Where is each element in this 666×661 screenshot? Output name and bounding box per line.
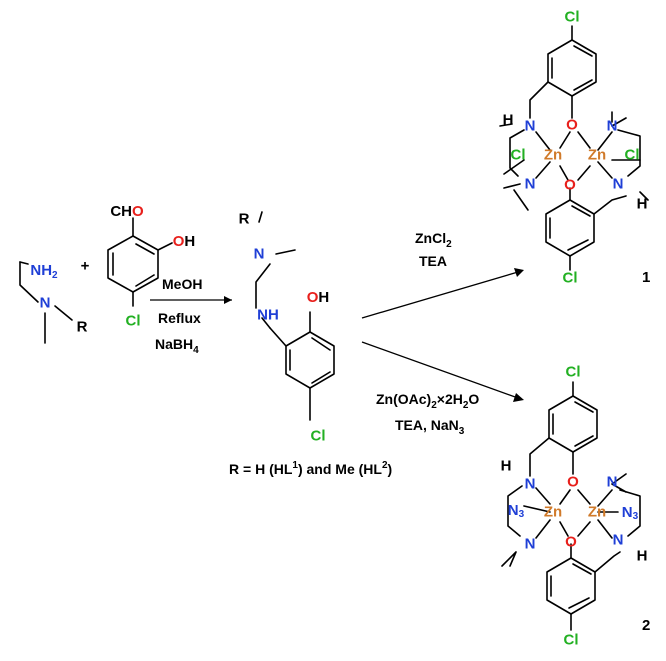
c1-n4: N — [613, 176, 624, 193]
c2-n4: N — [613, 532, 624, 549]
c1-h1: H — [503, 112, 514, 129]
c1-cl-left: Cl — [511, 147, 526, 164]
ligand-cl-label: Cl — [311, 428, 326, 445]
step1-reflux: Reflux — [158, 310, 201, 326]
ligand-nh-label: NH — [257, 307, 279, 324]
route2-salt: Zn(OAc)2×2H2O — [376, 391, 479, 411]
route1-base: TEA — [419, 253, 447, 269]
c2-azide-left: N3 — [508, 502, 525, 520]
c1-zn-right: Zn — [588, 147, 606, 164]
c2-azide-right: N3 — [622, 504, 639, 522]
r-group-label: R — [77, 319, 88, 336]
c2-bottom-cl: Cl — [564, 632, 579, 649]
c1-bottom-cl: Cl — [563, 270, 578, 287]
c1-top-cl: Cl — [565, 9, 580, 26]
c2-zn-left: Zn — [544, 504, 562, 521]
c2-h2: H — [637, 548, 648, 565]
c2-bottom-o: O — [565, 534, 577, 551]
amine-n-label: N — [40, 295, 51, 312]
ligand-r-label: R — [239, 211, 250, 228]
route1-salt: ZnCl2 — [415, 230, 452, 250]
complex-1: Cl O O Zn Zn Cl Cl N H N N N H Cl 1 — [499, 9, 650, 287]
route2-base: TEA, NaN3 — [395, 417, 465, 437]
c1-h2: H — [637, 196, 648, 213]
step1-arrow — [150, 296, 232, 304]
c2-n1: N — [525, 476, 536, 493]
c1-n2: N — [525, 176, 536, 193]
c1-top-o: O — [566, 117, 578, 134]
amine-nh2-label: NH2 — [30, 262, 58, 281]
route1-arrow — [361, 268, 524, 319]
complex-2: Cl O O Zn Zn N3 N3 N H N N N H Cl 2 — [501, 364, 651, 649]
ligand-n-label: N — [254, 246, 265, 263]
ligand-oh-label: OH — [307, 289, 330, 306]
aldehyde-label: CHO — [110, 203, 144, 220]
c1-zn-left: Zn — [544, 147, 562, 164]
chloro-label: Cl — [126, 313, 141, 330]
step1-solvent: MeOH — [162, 276, 202, 292]
compound-1-number: 1 — [642, 269, 650, 286]
c1-bottom-o: O — [564, 177, 576, 194]
ligand-note: R = H (HL1) and Me (HL2) — [229, 460, 392, 477]
aldehyde-reactant: CHO OH Cl — [107, 203, 196, 330]
compound-2-number: 2 — [642, 617, 650, 634]
plus-sign: + — [81, 258, 90, 275]
diamine-reactant: NH2 N R + — [19, 258, 90, 344]
c1-cl-right: Cl — [625, 147, 640, 164]
c2-top-o: O — [567, 474, 579, 491]
c2-n3: N — [607, 474, 618, 491]
phenol-oh-label: OH — [173, 233, 196, 250]
ligand-hl: N R NH OH Cl — [239, 211, 335, 445]
c2-zn-right: Zn — [588, 504, 606, 521]
c1-n1: N — [525, 118, 536, 135]
c2-n2: N — [525, 536, 536, 553]
route2-arrow — [361, 341, 524, 402]
c2-h1: H — [501, 458, 512, 475]
c2-top-cl: Cl — [566, 364, 581, 381]
c1-n3: N — [607, 118, 618, 135]
step1-reductant: NaBH4 — [155, 336, 199, 356]
